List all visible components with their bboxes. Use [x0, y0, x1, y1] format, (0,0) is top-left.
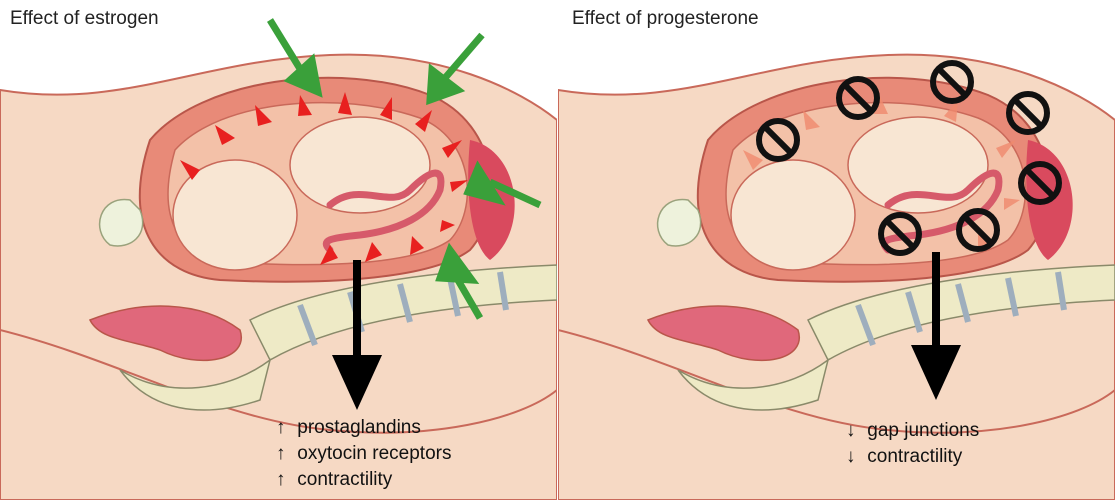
progesterone-illustration: [558, 0, 1115, 500]
effect-item: ↑ prostaglandins: [276, 415, 451, 441]
effect-label: prostaglandins: [297, 417, 421, 438]
estrogen-panel: Effect of estrogen ↑ prostaglandins ↑ ox…: [0, 0, 557, 500]
progesterone-panel: Effect of progesterone ↓ gap junctions ↓…: [558, 0, 1115, 500]
fetus-body: [290, 117, 430, 213]
decrease-arrow-icon: ↓: [846, 418, 862, 444]
effect-label: oxytocin receptors: [297, 443, 451, 464]
effect-label: contractility: [297, 469, 392, 490]
panel-title: Effect of estrogen: [10, 8, 159, 30]
increase-arrow-icon: ↑: [276, 415, 292, 441]
effect-list: ↑ prostaglandins ↑ oxytocin receptors ↑ …: [276, 415, 451, 493]
increase-arrow-icon: ↑: [276, 467, 292, 493]
bladder: [658, 200, 701, 246]
effect-label: contractility: [867, 446, 962, 467]
fetus-body: [848, 117, 988, 213]
effect-label: gap junctions: [867, 420, 979, 441]
increase-arrow-icon: ↑: [276, 441, 292, 467]
effect-item: ↑ contractility: [276, 467, 451, 493]
fetus-head: [731, 160, 855, 270]
decrease-arrow-icon: ↓: [846, 444, 862, 470]
bladder: [100, 200, 143, 246]
effect-list: ↓ gap junctions ↓ contractility: [846, 418, 979, 470]
effect-item: ↑ oxytocin receptors: [276, 441, 451, 467]
effect-item: ↓ contractility: [846, 444, 979, 470]
effect-item: ↓ gap junctions: [846, 418, 979, 444]
panel-title: Effect of progesterone: [572, 8, 759, 30]
